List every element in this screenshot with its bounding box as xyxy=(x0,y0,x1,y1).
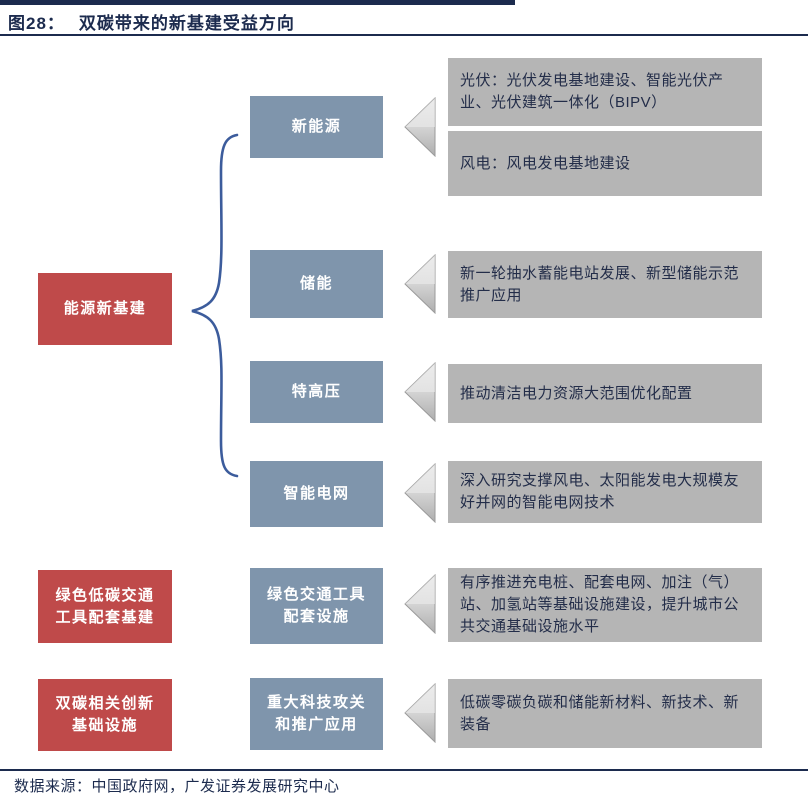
detail-box-wind: 风电：风电发电基地建设 xyxy=(448,131,762,196)
top-accent-bar xyxy=(0,0,515,5)
brace-connector-icon xyxy=(191,133,239,478)
detail-box-new-materials: 低碳零碳负碳和储能新材料、新技术、新装备 xyxy=(448,679,762,748)
footer-rule xyxy=(0,769,808,771)
arrow-left-icon xyxy=(404,463,436,523)
figure-header: 图28： 双碳带来的新基建受益方向 xyxy=(8,9,295,34)
category-box-new-energy: 新能源 xyxy=(250,96,383,158)
detail-box-uhv: 推动清洁电力资源大范围优化配置 xyxy=(448,364,762,423)
detail-box-storage: 新一轮抽水蓄能电站发展、新型储能示范推广应用 xyxy=(448,251,762,318)
arrow-left-icon xyxy=(404,254,436,314)
category-box-storage: 储能 xyxy=(250,250,383,318)
detail-box-charging: 有序推进充电桩、配套电网、加注（气）站、加氢站等基础设施建设，提升城市公共交通基… xyxy=(448,568,762,642)
figure-title: 双碳带来的新基建受益方向 xyxy=(78,14,295,33)
category-box-major-tech: 重大科技攻关 和推广应用 xyxy=(250,678,383,750)
category-box-smart-grid: 智能电网 xyxy=(250,461,383,527)
figure-label: 图28： xyxy=(8,14,65,33)
title-rule xyxy=(0,34,808,36)
arrow-left-icon xyxy=(404,574,436,634)
group-box-green-transport: 绿色低碳交通 工具配套基建 xyxy=(38,570,172,643)
category-box-green-transport-facilities: 绿色交通工具 配套设施 xyxy=(250,568,383,644)
arrow-left-icon xyxy=(404,97,436,157)
source-note: 数据来源：中国政府网，广发证券发展研究中心 xyxy=(14,778,340,795)
group-box-energy: 能源新基建 xyxy=(38,273,172,345)
arrow-left-icon xyxy=(404,683,436,743)
detail-box-smart-grid: 深入研究支撑风电、太阳能发电大规模友好并网的智能电网技术 xyxy=(448,461,762,523)
group-box-innovation: 双碳相关创新 基础设施 xyxy=(38,679,172,751)
detail-box-pv: 光伏：光伏发电基地建设、智能光伏产业、光伏建筑一体化（BIPV） xyxy=(448,58,762,126)
category-box-uhv: 特高压 xyxy=(250,361,383,423)
arrow-left-icon xyxy=(404,362,436,422)
